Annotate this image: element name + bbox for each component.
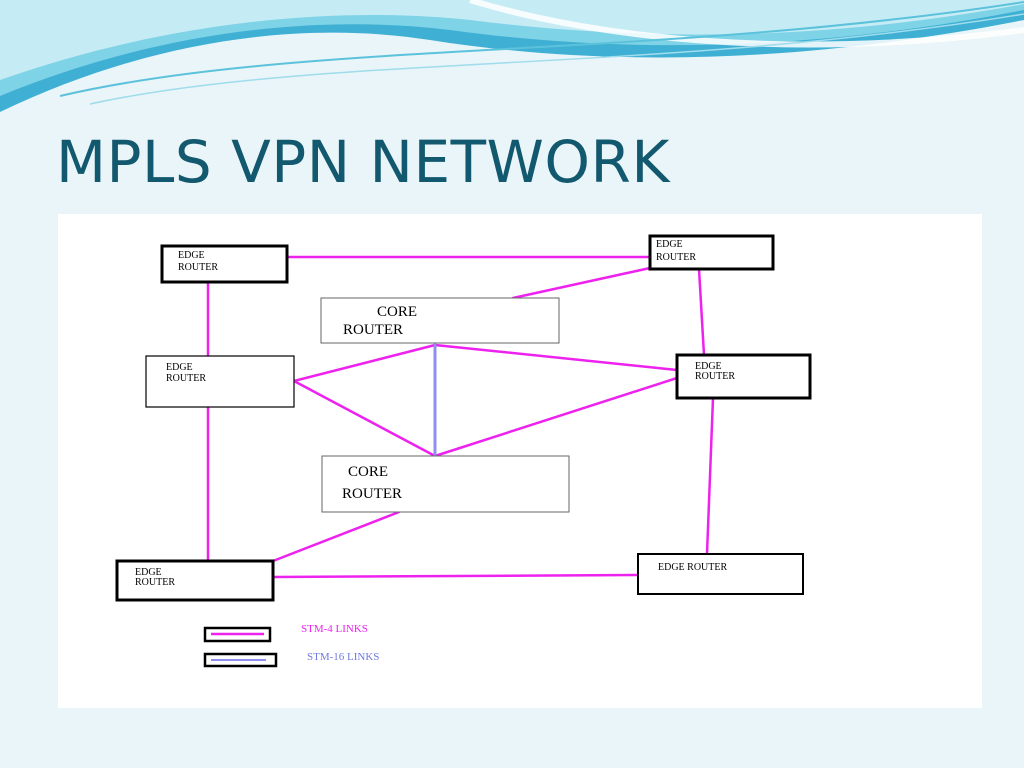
router-label-edge-br-line-1: EDGE ROUTER — [658, 562, 727, 573]
router-box-edge-br — [637, 553, 804, 595]
link-edge-tr-to-core-top — [511, 266, 652, 300]
link-edge-tr-to-edge-mr — [697, 267, 706, 357]
router-label-edge-tl-line-2: ROUTER — [178, 262, 218, 273]
link-edge-mr-to-edge-br — [705, 396, 715, 556]
link-edge-bl-to-edge-br — [271, 573, 640, 579]
legend-stm4-label: STM-4 LINKS — [301, 623, 368, 635]
router-box-core-top — [320, 297, 560, 344]
router-label-edge-tr-line-2: ROUTER — [656, 252, 696, 263]
legend: STM-4 LINKS STM-16 LINKS — [203, 623, 379, 668]
link-edge-ml-to-core-bottom — [292, 379, 437, 458]
link-edge-ml-to-core-top — [292, 343, 437, 383]
router-label-core-top-line-1: CORE — [377, 304, 417, 320]
router-label-edge-bl-line-1: EDGE — [135, 567, 162, 578]
router-label-edge-tr-line-1: EDGE — [656, 239, 683, 250]
links-layer — [206, 255, 715, 579]
router-label-edge-mr-line-2: ROUTER — [695, 371, 735, 382]
link-core-bottom-to-edge-mr — [433, 376, 679, 458]
header-wave-decoration — [0, 0, 1024, 112]
link-core-bottom-to-edge-bl — [271, 510, 401, 563]
router-box-edge-bl — [115, 559, 275, 602]
network-diagram-canvas: EDGEROUTEREDGEROUTERCOREROUTEREDGEROUTER… — [115, 234, 812, 668]
router-box-edge-ml — [145, 355, 295, 408]
link-core-top-to-edge-mr — [433, 343, 679, 372]
legend-stm16-label: STM-16 LINKS — [307, 651, 379, 663]
nodes-layer: EDGEROUTEREDGEROUTERCOREROUTEREDGEROUTER… — [115, 234, 812, 602]
router-label-edge-ml-line-2: ROUTER — [166, 373, 206, 384]
core-router-node-core-bottom: CORE ROUTER — [321, 455, 570, 513]
slide-title: MPLS VPN NETWORK — [56, 128, 670, 196]
edge-router-node-edge-tr: EDGE ROUTER — [648, 234, 775, 271]
router-label-edge-tl-line-1: EDGE — [178, 250, 205, 261]
router-label-edge-mr-line-1: EDGE — [695, 361, 722, 372]
core-router-node-core-top: CORE ROUTER — [320, 297, 560, 344]
router-label-edge-bl-line-2: ROUTER — [135, 577, 175, 588]
router-box-edge-tr — [648, 234, 775, 271]
router-label-core-top-line-2: ROUTER — [343, 322, 403, 338]
edge-router-node-edge-br: EDGE ROUTER — [637, 553, 804, 595]
router-box-edge-mr — [675, 353, 812, 400]
router-box-core-bottom — [321, 455, 570, 513]
router-box-edge-tl — [160, 244, 289, 284]
router-label-edge-ml-line-1: EDGE — [166, 362, 193, 373]
router-label-core-bottom-line-2: ROUTER — [342, 486, 402, 502]
router-label-core-bottom-line-1: CORE — [348, 464, 388, 480]
